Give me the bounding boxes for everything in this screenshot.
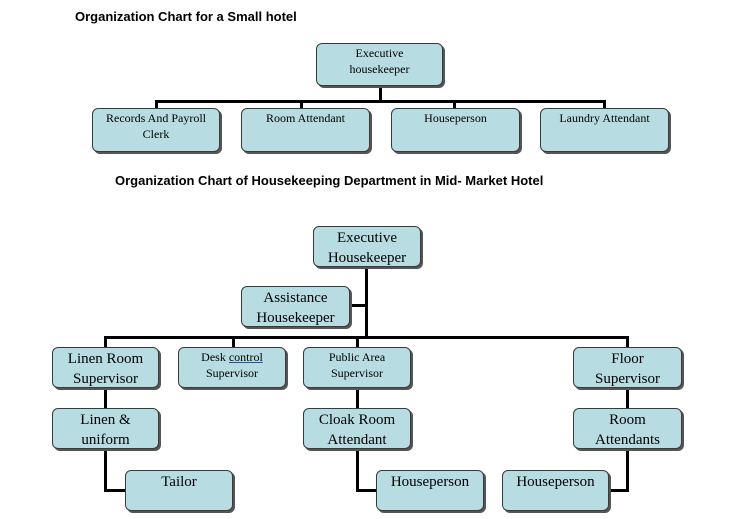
chart2-link-cloak-room xyxy=(356,388,359,409)
chart2-link-room-attendants xyxy=(626,388,629,409)
chart2-drop-floor xyxy=(626,336,629,348)
chart2-link-linen-uniform xyxy=(104,388,107,409)
chart2-drop-desk xyxy=(232,336,235,348)
node-text-line-2: Supervisor xyxy=(331,365,383,380)
node-text-line-1: Houseperson xyxy=(516,474,595,490)
chart2-public-area-supervisor-box: Public Area Supervisor xyxy=(303,347,411,388)
node-text-line-2: Clerk xyxy=(142,126,170,141)
node-text-line-2: Housekeeper xyxy=(256,309,335,326)
node-text-line-1: Houseperson xyxy=(390,474,470,490)
node-text-line-1: Linen Room xyxy=(67,351,144,367)
chart2-houseperson-floor-stem xyxy=(626,449,629,491)
chart2-houseperson-public-stem xyxy=(356,449,359,491)
chart1-executive-housekeeper-box: Executive housekeeper xyxy=(316,43,443,86)
chart1-drop-2 xyxy=(300,100,303,109)
chart2-cloak-room-attendant-box: Cloak Room Attendant xyxy=(303,408,411,449)
chart1-drop-1 xyxy=(155,100,158,109)
node-text-line-2: Supervisor xyxy=(206,365,258,380)
node-text-line-2: Supervisor xyxy=(73,370,138,387)
chart2-tailor-arm xyxy=(104,489,126,492)
chart1-drop-3 xyxy=(453,100,456,109)
chart1-room-attendant-box: Room Attendant xyxy=(241,108,370,152)
node-text-line-2: Attendant xyxy=(327,431,387,448)
control-word: control xyxy=(228,350,263,364)
chart1-records-payroll-clerk-box: Records And Payroll Clerk xyxy=(92,108,220,152)
chart1-title: Organization Chart for a Small hotel xyxy=(75,9,297,24)
chart2-houseperson-floor-arm xyxy=(608,489,629,492)
chart1-houseperson-box: Houseperson xyxy=(391,108,520,152)
node-text-line-1: Desk control xyxy=(179,350,285,366)
node-text-line-2: Supervisor xyxy=(595,370,660,387)
node-text-line-2: uniform xyxy=(81,431,130,448)
node-text-line-1: Laundry Attendant xyxy=(559,111,650,125)
node-text-line-2: Attendants xyxy=(595,431,660,448)
chart2-executive-housekeeper-box: Executive Housekeeper xyxy=(313,226,421,267)
chart2-bus xyxy=(104,336,629,339)
node-text-line-1: Linen & xyxy=(80,412,131,428)
chart2-assistant-link xyxy=(349,304,367,307)
chart2-drop-public xyxy=(356,336,359,348)
chart2-tailor-box: Tailor xyxy=(125,470,233,511)
node-text-line-1: Tailor xyxy=(161,474,197,490)
node-text-line-2: Housekeeper xyxy=(327,249,407,266)
chart2-title: Organization Chart of Housekeeping Depar… xyxy=(115,173,544,188)
chart2-assistance-housekeeper-box: Assistance Housekeeper xyxy=(241,286,350,327)
node-text-line-1: Room Attendant xyxy=(266,111,345,125)
node-text-line-2: housekeeper xyxy=(349,61,410,76)
node-text-line-1: Floor xyxy=(611,351,644,367)
chart2-room-attendants-box: Room Attendants xyxy=(573,408,682,449)
chart2-root-stem xyxy=(365,266,368,338)
node-text-line-1: Public Area xyxy=(328,350,386,364)
chart2-tailor-stem xyxy=(104,449,107,491)
chart1-bus xyxy=(155,100,606,103)
chart2-linen-room-supervisor-box: Linen Room Supervisor xyxy=(52,347,159,388)
desk-word: Desk xyxy=(201,350,226,364)
node-text-line-1: Cloak Room xyxy=(318,412,396,428)
chart2-floor-supervisor-box: Floor Supervisor xyxy=(573,347,682,388)
chart2-houseperson-floor-box: Houseperson xyxy=(502,470,609,511)
chart2-houseperson-public-box: Houseperson xyxy=(376,470,484,511)
chart1-drop-4 xyxy=(603,100,606,109)
chart2-houseperson-public-arm xyxy=(356,489,377,492)
node-text-line-1: Records And Payroll xyxy=(106,111,206,125)
node-text-line-1: Houseperson xyxy=(424,111,487,125)
node-text-line-1: Room xyxy=(609,412,646,428)
chart1-laundry-attendant-box: Laundry Attendant xyxy=(540,108,669,152)
chart1-root-stem xyxy=(379,86,382,102)
chart2-desk-control-supervisor-box: Desk control Supervisor xyxy=(178,347,286,388)
chart2-drop-linen xyxy=(104,336,107,348)
node-text-line-1: Assistance xyxy=(263,290,328,306)
node-text-line-1: Executive xyxy=(355,46,404,60)
chart2-linen-uniform-box: Linen & uniform xyxy=(52,408,159,449)
node-text-line-1: Executive xyxy=(337,230,397,246)
